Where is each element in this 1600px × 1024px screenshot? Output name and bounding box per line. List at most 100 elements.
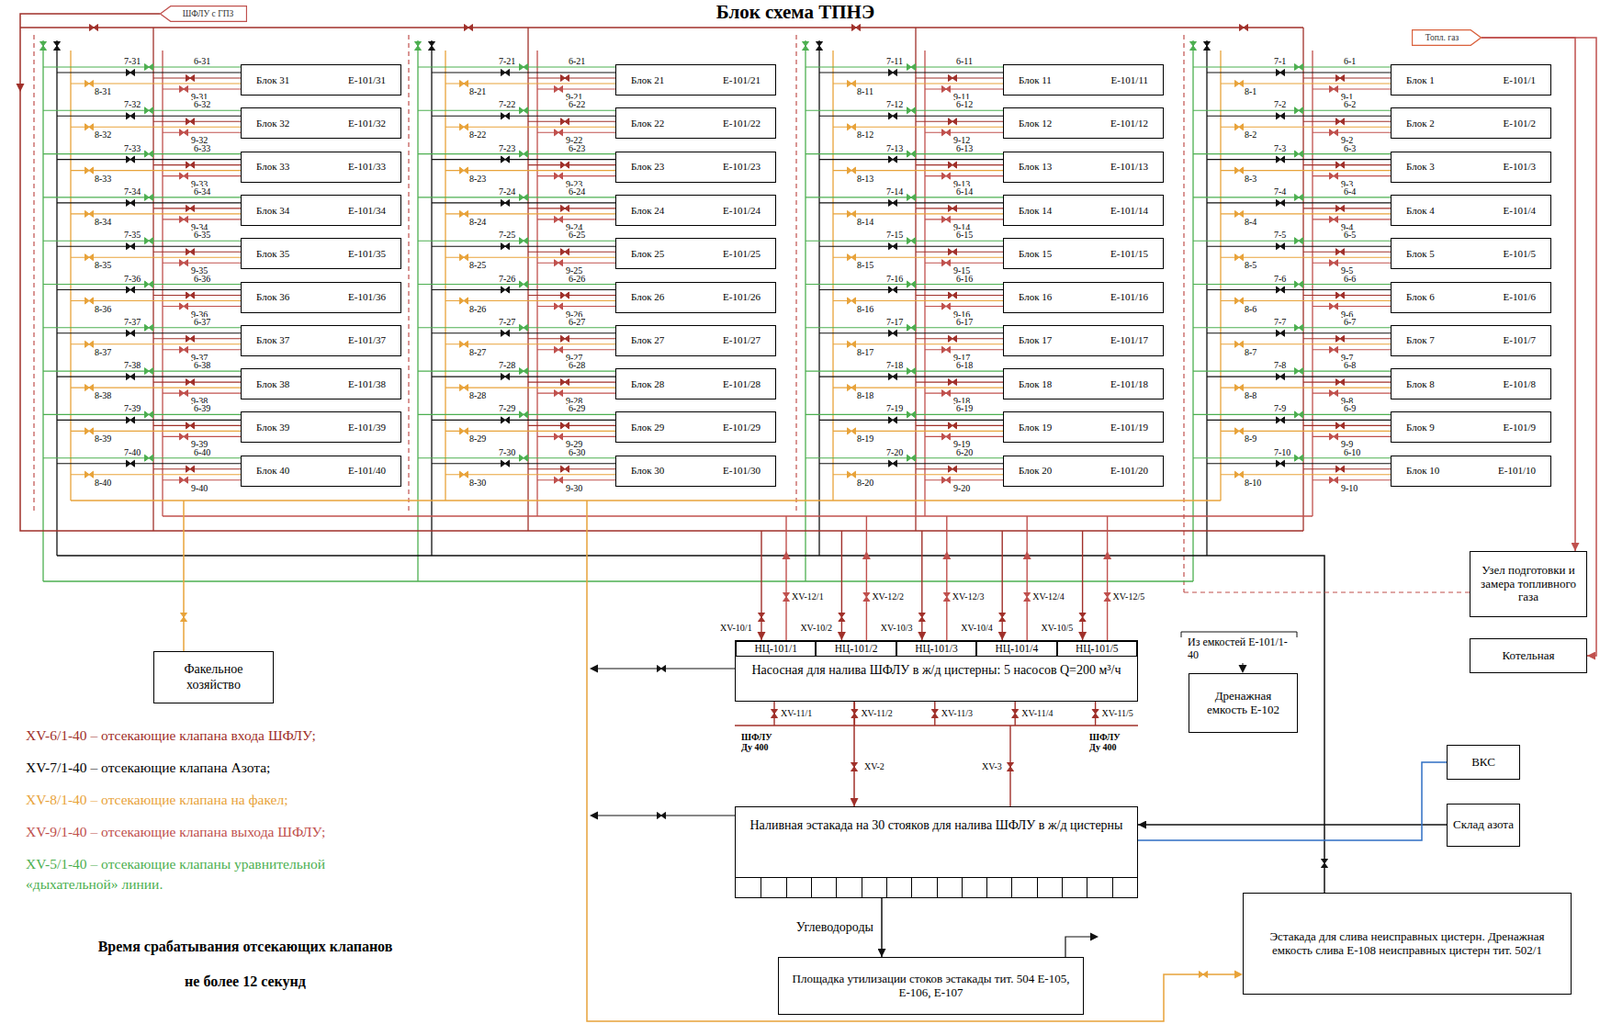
pipe-line [162,479,241,481]
shutoff-valve [1336,422,1345,429]
pipe-line [805,240,1003,242]
legend: XV-6/1-40 – отсекающие клапана входа ШФЛ… [25,725,412,907]
tank-block: Блок 22Е-101/22 [615,107,777,139]
shutoff-valve [1276,199,1285,206]
pipe-line [1303,294,1391,296]
valve-tag: 7-36 [123,273,142,284]
pipe-line [1303,207,1391,209]
pipe-line [537,218,616,220]
flow-connector [853,701,856,807]
node-text: Блок 14 [1018,204,1052,217]
valve-tag: 6-32 [192,99,212,110]
shutoff-valve [561,161,570,169]
shutoff-valve [186,465,195,473]
shutoff-valve [145,281,154,288]
pipe-line [924,132,1003,134]
tank-block: Блок 24Е-101/24 [615,194,777,226]
pipe-line [1206,376,1391,378]
pipe-line [946,516,947,641]
valve-tag: 8-38 [93,390,113,401]
valve-tag: 7-40 [123,447,142,458]
node-text: Блок 30 [630,464,665,477]
valve-tag: 7-4 [1273,186,1287,197]
shutoff-valve [180,86,189,93]
valve-tag: 8-36 [93,304,113,315]
tank-block: Блок 7Е-101/7 [1390,325,1552,357]
shutoff-valve [85,340,94,348]
legend-row: XV-6/1-40 – отсекающие клапана входа ШФЛ… [25,725,412,746]
pipe-line [528,164,616,166]
valve-tag: 8-6 [1243,304,1258,315]
valve-tag: 8-3 [1243,173,1258,184]
pump-cell: НЦ-101/1 [735,641,816,657]
pipe-line [56,115,241,117]
pipe-line [833,387,1003,389]
valve-tag: 7-7 [1273,316,1287,327]
shutoff-valve [519,411,529,418]
pump-cell: НЦ-101/3 [896,641,977,657]
shutoff-valve [85,384,94,392]
pipe-line [1193,153,1391,155]
node-text: Блок 26 [630,291,665,304]
node-text: Топл. газ [1425,33,1459,44]
valve-tag: 8-1 [1243,86,1258,97]
pipe-line [1220,430,1391,432]
tank-block: Блок 25Е-101/25 [615,237,777,270]
valve-tag: 6-8 [1342,360,1357,371]
valve-tag: 8-14 [856,216,875,227]
pipe-line [153,425,241,427]
tank-block: Блок 14Е-101/14 [1002,194,1164,226]
valve-tag: XV-12/5 [1112,591,1147,602]
shutoff-valve [758,613,766,622]
shutoff-valve [889,329,898,337]
pipe-line [431,246,616,248]
valve-tag: 8-4 [1243,216,1258,227]
shutoff-valve [519,281,529,288]
pipe-line [915,121,1003,123]
pipe-line [1303,425,1391,427]
pipe-line [915,338,1003,339]
shutoff-valve [554,390,564,397]
pipe-line [162,393,241,395]
tank-block: Блок 20Е-101/20 [1002,455,1164,487]
shutoff-valve [126,286,136,293]
node-text: Блок 32 [256,117,290,130]
node-text: Е-101/18 [1110,378,1149,391]
pipe-line [1193,110,1391,112]
flow-arrow: Топл. газ [1411,29,1482,46]
legend-row: XV-9/1-40 – отсекающие клапана выхода ШФ… [25,822,412,843]
shutoff-valve [1329,476,1339,484]
tank-block: Блок 34Е-101/34 [240,194,402,226]
shutoff-valve [1329,259,1339,267]
node-text: Площадка утилизации стоков эстакады тит.… [784,972,1078,1001]
pipe-line [431,462,616,464]
pipe-line [866,516,868,641]
flow-arrowhead [589,664,598,674]
node-text: Е-101/11 [1110,74,1149,87]
pipe-line [43,196,241,198]
shutoff-valve [942,476,951,484]
shutoff-valve [126,460,136,467]
tank-block: Блок 1Е-101/1 [1390,64,1552,96]
flow-arrowhead [16,83,25,92]
pipe-line [153,121,241,123]
legend-swatch: XV-8/1-40 – отсекающие клапана на факел; [25,791,289,808]
node-text: Котельная [1502,649,1555,664]
shutoff-valve [180,259,189,267]
flow-connector [880,898,883,958]
shutoff-valve [501,286,510,293]
valve-tag: 8-39 [93,433,113,444]
pipe-line [1193,326,1391,328]
shutoff-valve [948,292,958,299]
shutoff-valve [1235,297,1244,305]
valve-tag: 6-33 [192,143,212,154]
valve-tag: 7-27 [497,316,517,327]
valve-tag: 6-34 [192,186,212,197]
node-text: Е-101/7 [1503,334,1536,347]
pipe-line [537,479,616,481]
shutoff-valve [889,460,898,467]
tank-block: Блок 16Е-101/16 [1002,281,1164,314]
pipe-line [70,213,241,215]
tank-block: Блок 26Е-101/26 [615,281,777,314]
equipment-box: Узел подготовки и замера топливного газа [1469,551,1588,618]
